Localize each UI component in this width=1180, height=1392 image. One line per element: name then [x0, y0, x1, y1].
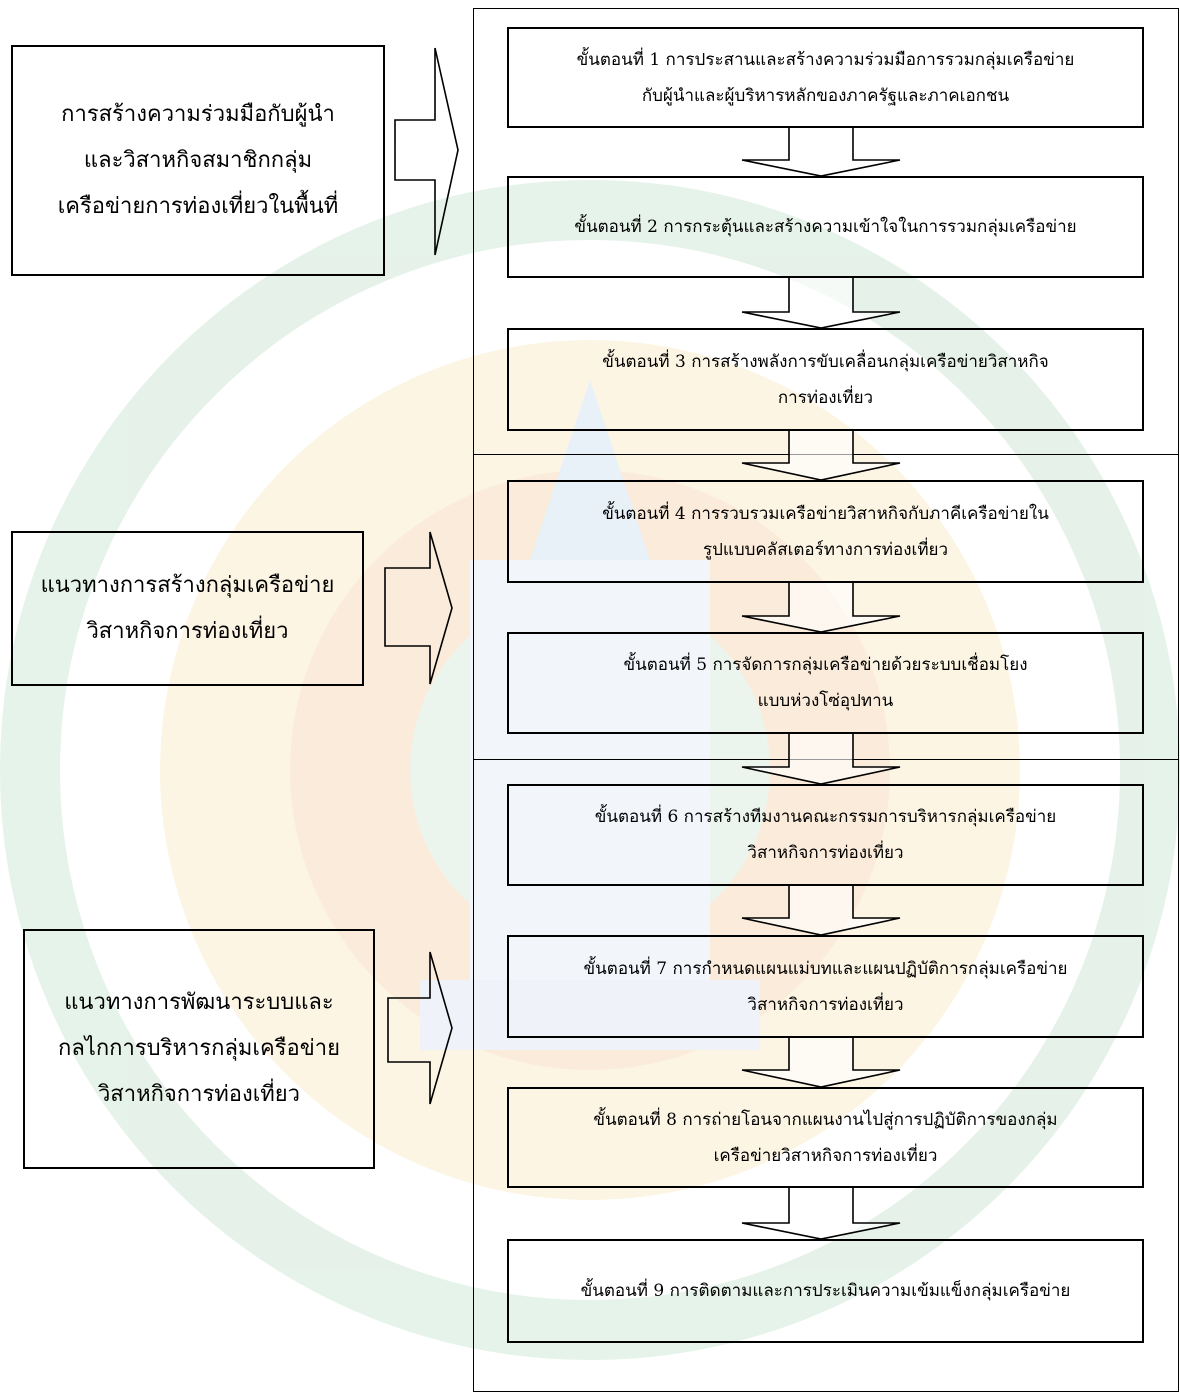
phase-arrow-1	[394, 47, 459, 256]
step-box-3: ขั้นตอนที่ 3 การสร้างพลังการขับเคลื่อนกล…	[507, 328, 1144, 431]
phase-line: กลไกการบริหารกลุ่มเครือข่าย	[58, 1036, 340, 1061]
phase-line: วิสาหกิจการท่องเที่ยว	[86, 618, 289, 644]
step-box-6: ขั้นตอนที่ 6 การสร้างทีมงานคณะกรรมการบริ…	[507, 784, 1144, 886]
step-arrow-8-9	[741, 1187, 901, 1240]
phase-line: และวิสาหกิจสมาชิกกลุ่ม	[83, 147, 313, 173]
step-line: ขั้นตอนที่ 5 การจัดการกลุ่มเครือข่ายด้วย…	[623, 655, 1028, 675]
phase-line: แนวทางการสร้างกลุ่มเครือข่าย	[40, 572, 335, 598]
phase-line: เครือข่ายการท่องเที่ยวในพื้นที่	[57, 193, 339, 219]
step-line: ขั้นตอนที่ 4 การรวบรวมเครือข่ายวิสาหกิจก…	[602, 503, 1049, 524]
phase-arrow-2	[384, 531, 453, 685]
step-box-2: ขั้นตอนที่ 2 การกระตุ้นและสร้างความเข้าใ…	[507, 176, 1144, 278]
step-line: แบบห่วงโซ่อุปทาน	[757, 691, 894, 711]
step-line: ขั้นตอนที่ 2 การกระตุ้นและสร้างความเข้าใ…	[574, 217, 1077, 237]
phase-line: วิสาหกิจการท่องเที่ยว	[97, 1082, 301, 1107]
step-box-4: ขั้นตอนที่ 4 การรวบรวมเครือข่ายวิสาหกิจก…	[507, 480, 1144, 583]
step-arrow-7-8	[741, 1037, 901, 1088]
step-line: ขั้นตอนที่ 7 การกำหนดแผนแม่บทและแผนปฏิบั…	[583, 958, 1068, 979]
step-line: กับผู้นำและผู้บริหารหลักของภาครัฐและภาคเ…	[641, 85, 1010, 106]
step-arrow-3-4	[741, 430, 901, 481]
phase-line: การสร้างความร่วมมือกับผู้นำ	[61, 101, 335, 127]
step-line: เครือข่ายวิสาหกิจการท่องเที่ยว	[713, 1145, 938, 1166]
step-line: ขั้นตอนที่ 3 การสร้างพลังการขับเคลื่อนกล…	[602, 351, 1049, 372]
step-line: ขั้นตอนที่ 8 การถ่ายโอนจากแผนงานไปสู่การ…	[593, 1109, 1058, 1130]
step-line: การท่องเที่ยว	[777, 387, 874, 408]
step-box-1: ขั้นตอนที่ 1 การประสานและสร้างความร่วมมื…	[507, 27, 1144, 128]
phase-box-2: แนวทางการสร้างกลุ่มเครือข่ายวิสาหกิจการท…	[11, 531, 364, 686]
step-line: รูปแบบคลัสเตอร์ทางการท่องเที่ยว	[702, 539, 949, 560]
step-arrow-1-2	[741, 127, 901, 177]
step-box-8: ขั้นตอนที่ 8 การถ่ายโอนจากแผนงานไปสู่การ…	[507, 1087, 1144, 1188]
step-box-7: ขั้นตอนที่ 7 การกำหนดแผนแม่บทและแผนปฏิบั…	[507, 935, 1144, 1038]
phase-line: แนวทางการพัฒนาระบบและ	[64, 990, 334, 1015]
phase-box-3: แนวทางการพัฒนาระบบและกลไกการบริหารกลุ่มเ…	[23, 929, 375, 1169]
step-arrow-2-3	[741, 277, 901, 329]
step-line: ขั้นตอนที่ 9 การติดตามและการประเมินความเ…	[580, 1281, 1071, 1301]
step-arrow-5-6	[741, 733, 901, 785]
step-arrow-4-5	[741, 582, 901, 633]
step-line: วิสาหกิจการท่องเที่ยว	[747, 994, 904, 1015]
phase-arrow-3	[387, 951, 453, 1105]
step-line: ขั้นตอนที่ 6 การสร้างทีมงานคณะกรรมการบริ…	[594, 807, 1057, 827]
phase-box-1: การสร้างความร่วมมือกับผู้นำและวิสาหกิจสม…	[11, 45, 385, 276]
step-arrow-6-7	[741, 885, 901, 936]
step-box-5: ขั้นตอนที่ 5 การจัดการกลุ่มเครือข่ายด้วย…	[507, 632, 1144, 734]
step-line: ขั้นตอนที่ 1 การประสานและสร้างความร่วมมื…	[576, 49, 1075, 70]
step-box-9: ขั้นตอนที่ 9 การติดตามและการประเมินความเ…	[507, 1239, 1144, 1343]
step-line: วิสาหกิจการท่องเที่ยว	[747, 843, 904, 863]
